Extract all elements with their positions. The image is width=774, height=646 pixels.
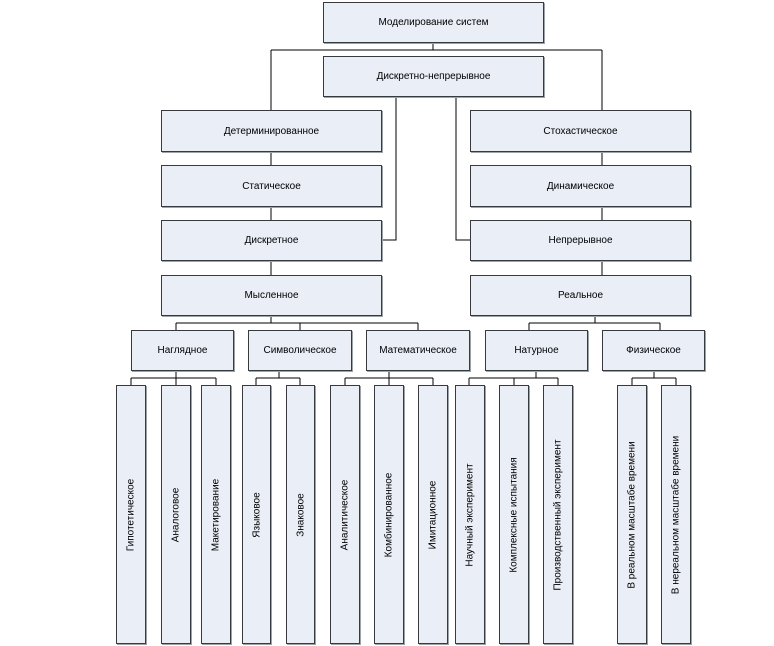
combined-leaf: Комбинированное bbox=[374, 385, 404, 644]
production-experiment-leaf: Производственный эксперимент bbox=[543, 385, 573, 644]
simulation-label: Имитационное bbox=[427, 480, 439, 549]
mockup-label: Макетирование bbox=[210, 478, 222, 551]
analog-leaf: Аналоговое bbox=[161, 385, 191, 644]
discrete-node: Дискретное bbox=[161, 220, 382, 261]
sign-leaf: Знаковое bbox=[286, 385, 315, 644]
complex-tests-label: Комплексные испытания bbox=[508, 456, 520, 573]
stochastic-node: Стохастическое bbox=[470, 110, 691, 152]
production-experiment-label: Производственный эксперимент bbox=[552, 438, 564, 591]
deterministic-node: Детерминированное bbox=[161, 110, 382, 152]
static-node: Статическое bbox=[161, 165, 382, 207]
non-real-time-leaf: В нереальном масштабе времени bbox=[661, 385, 691, 644]
physical-node: Физическое bbox=[602, 330, 705, 371]
discrete-continuous-node: Дискретно-непрерывное bbox=[323, 56, 544, 97]
scientific-experiment-leaf: Научный эксперимент bbox=[455, 385, 485, 644]
real-time-leaf: В реальном масштабе времени bbox=[617, 385, 647, 644]
language-leaf: Языковое bbox=[242, 385, 271, 644]
dynamic-node: Динамическое bbox=[470, 165, 691, 207]
visual-node: Наглядное bbox=[131, 330, 234, 371]
symbolic-node: Символическое bbox=[248, 330, 352, 371]
mockup-leaf: Макетирование bbox=[201, 385, 231, 644]
scientific-experiment-label: Научный эксперимент bbox=[464, 462, 476, 567]
combined-label: Комбинированное bbox=[383, 472, 395, 557]
real-time-label: В реальном масштабе времени bbox=[626, 440, 638, 589]
analytical-label: Аналитическое bbox=[339, 479, 351, 550]
hypothetical-label: Гипотетическое bbox=[125, 478, 137, 551]
sign-label: Знаковое bbox=[295, 492, 306, 537]
mathematical-node: Математическое bbox=[366, 330, 470, 371]
analog-label: Аналоговое bbox=[170, 487, 182, 542]
natural-node: Натурное bbox=[485, 330, 588, 371]
language-label: Языковое bbox=[251, 491, 262, 538]
complex-tests-leaf: Комплексные испытания bbox=[499, 385, 529, 644]
analytical-leaf: Аналитическое bbox=[330, 385, 360, 644]
real-node: Реальное bbox=[470, 275, 691, 316]
hypothetical-leaf: Гипотетическое bbox=[116, 385, 146, 644]
root-node: Моделирование систем bbox=[323, 2, 544, 43]
continuous-node: Непрерывное bbox=[470, 220, 691, 261]
mental-node: Мысленное bbox=[161, 275, 382, 316]
simulation-leaf: Имитационное bbox=[418, 385, 448, 644]
non-real-time-label: В нереальном масштабе времени bbox=[670, 435, 682, 594]
